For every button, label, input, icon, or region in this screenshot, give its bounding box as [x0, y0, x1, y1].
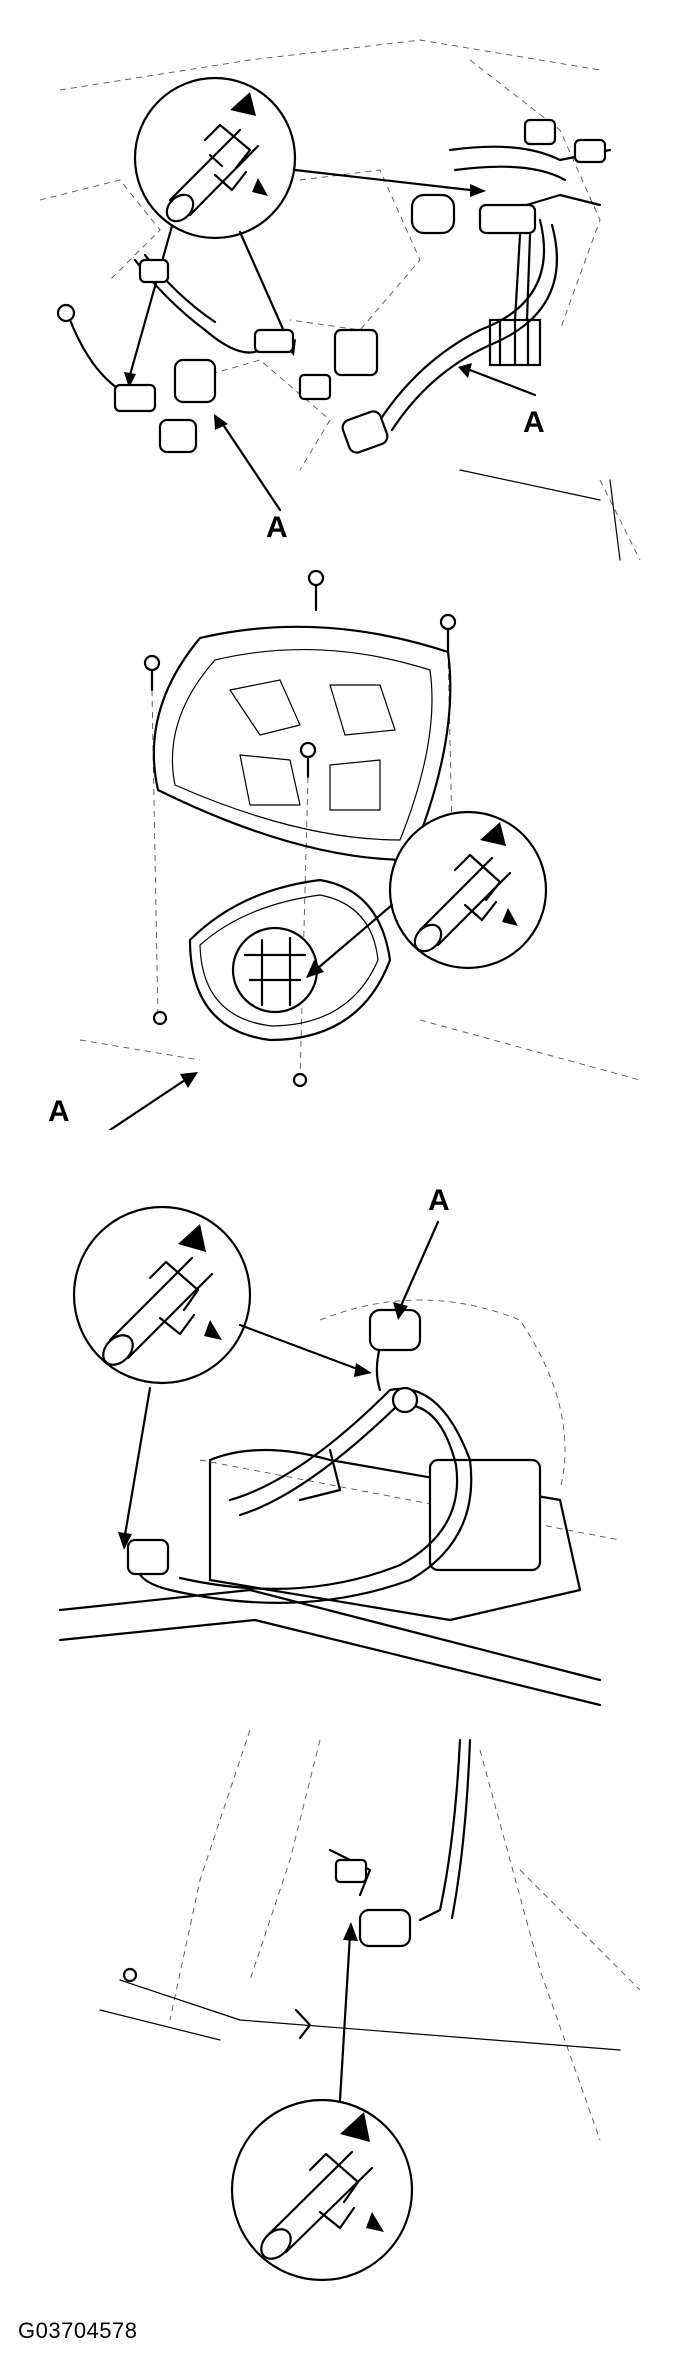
diagram-panel-2: A — [0, 560, 679, 1130]
fuel-tank-section — [126, 1308, 582, 1622]
fuel-line-connector-upper — [410, 118, 612, 367]
magnified-clip-release-icon — [388, 810, 548, 970]
pointer-arrow-icon — [108, 903, 394, 1130]
access-cover — [152, 625, 452, 862]
figure-id-label: G03704578 — [18, 2318, 138, 2343]
diagram-panel-3: A — [0, 1160, 679, 1720]
callout-A: A — [428, 1184, 450, 1217]
fuel-hose-lower — [294, 1738, 472, 2040]
panel-2-callout-A: A — [48, 1095, 70, 1128]
engine-background-4 — [99, 1729, 641, 2141]
magnified-clip-release-icon — [133, 76, 297, 240]
fuel-line-connector-left — [56, 253, 332, 454]
pointer-arrow-icon — [118, 1220, 440, 1550]
engine-background-1 — [39, 39, 641, 561]
callout-A-right: A — [523, 406, 545, 439]
pointer-arrow-icon — [338, 1922, 358, 2102]
diagram-panel-1: A A — [0, 0, 679, 580]
magnified-clip-release-icon — [72, 1205, 252, 1385]
callout-A-bottom: A — [266, 511, 288, 544]
engine-background-3 — [58, 1299, 621, 1707]
fuel-pump-opening — [79, 825, 641, 1088]
magnified-clip-release-icon — [230, 2098, 414, 2282]
fuel-hose-right — [333, 218, 558, 454]
diagram-panel-4 — [0, 1720, 679, 2300]
bolt-icon — [143, 569, 457, 779]
